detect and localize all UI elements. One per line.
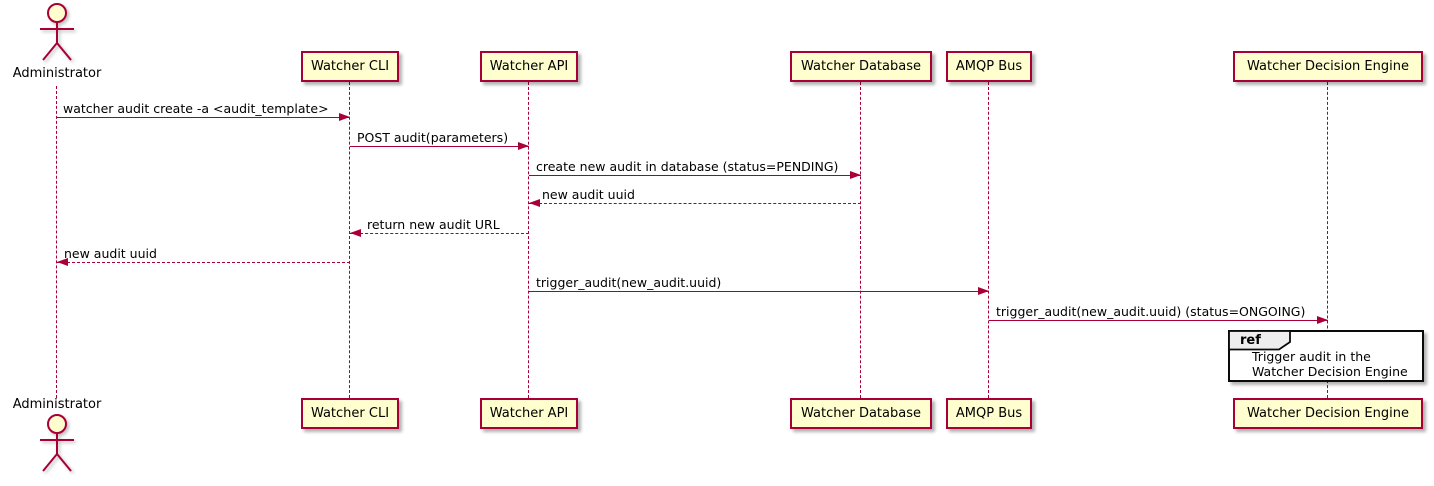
message-trigger-audit-ongoing: trigger_audit(new_audit.uuid) (status=ON…: [989, 304, 1328, 324]
participant-label: Watcher CLI: [310, 406, 390, 421]
actor-label-bottom: Administrator: [12, 397, 102, 412]
lifeline-watcher-cli: [349, 82, 350, 398]
actor-icon: [40, 3, 74, 61]
arrowhead-left-icon: [57, 258, 68, 266]
arrowhead-right-icon: [339, 113, 350, 121]
participant-label: Watcher API: [489, 59, 569, 74]
lifeline-administrator: [56, 86, 57, 398]
arrowhead-right-icon: [850, 171, 861, 179]
arrowhead-right-icon: [1317, 316, 1328, 324]
message-label: create new audit in database (status=PEN…: [536, 159, 839, 174]
participant-label: Watcher API: [489, 406, 569, 421]
message-audit-create: watcher audit create -a <audit_template>: [57, 101, 350, 121]
participant-label: AMQP Bus: [955, 406, 1023, 421]
participant-watcher-cli-top: Watcher CLI: [301, 51, 399, 82]
participant-watcher-api-top: Watcher API: [480, 51, 578, 82]
message-label: trigger_audit(new_audit.uuid): [536, 275, 722, 290]
participant-label: Watcher Decision Engine: [1247, 59, 1409, 74]
participant-watcher-api-bottom: Watcher API: [480, 398, 578, 429]
arrowhead-left-icon: [350, 229, 361, 237]
message-label: POST audit(parameters): [357, 130, 509, 145]
message-trigger-audit: trigger_audit(new_audit.uuid): [529, 275, 989, 295]
ref-keyword: ref: [1240, 333, 1261, 348]
arrowhead-left-icon: [529, 199, 540, 207]
participant-watcher-decision-engine-top: Watcher Decision Engine: [1233, 51, 1423, 82]
ref-tab-icon: [1228, 330, 1291, 351]
participant-label: Watcher Database: [801, 406, 921, 421]
actor-label-top: Administrator: [12, 66, 102, 81]
ref-fragment: ref Trigger audit in the Watcher Decisio…: [1228, 330, 1424, 382]
arrowhead-right-icon: [518, 142, 529, 150]
message-label: trigger_audit(new_audit.uuid) (status=ON…: [996, 304, 1306, 319]
participant-label: Watcher CLI: [310, 59, 390, 74]
participant-label: AMQP Bus: [955, 59, 1023, 74]
message-create-audit-db: create new audit in database (status=PEN…: [529, 159, 861, 179]
lifeline-amqp-bus: [988, 82, 989, 398]
message-label: watcher audit create -a <audit_template>: [63, 101, 329, 116]
participant-watcher-database-bottom: Watcher Database: [790, 398, 932, 429]
lifeline-watcher-database: [860, 82, 861, 398]
arrowhead-right-icon: [978, 287, 989, 295]
participant-label: Watcher Database: [801, 59, 921, 74]
actor-icon: [40, 414, 74, 472]
message-return-uuid-admin: new audit uuid: [57, 246, 350, 266]
participant-amqp-bus-top: AMQP Bus: [946, 51, 1032, 82]
lifeline-watcher-decision-engine: [1327, 82, 1328, 398]
ref-text-line: Trigger audit in the: [1252, 349, 1371, 364]
participant-label: Watcher Decision Engine: [1247, 406, 1409, 421]
message-post-audit: POST audit(parameters): [350, 130, 529, 150]
message-label: new audit uuid: [64, 246, 157, 261]
participant-watcher-decision-engine-bottom: Watcher Decision Engine: [1233, 398, 1423, 429]
participant-watcher-cli-bottom: Watcher CLI: [301, 398, 399, 429]
message-return-audit-uuid: new audit uuid: [529, 187, 861, 207]
lifeline-watcher-api: [528, 82, 529, 398]
message-return-audit-url: return new audit URL: [350, 217, 529, 237]
message-label: return new audit URL: [367, 217, 500, 232]
participant-watcher-database-top: Watcher Database: [790, 51, 932, 82]
participant-amqp-bus-bottom: AMQP Bus: [946, 398, 1032, 429]
ref-text-line: Watcher Decision Engine: [1252, 364, 1408, 379]
message-label: new audit uuid: [542, 187, 635, 202]
ref-content: Trigger audit in the Watcher Decision En…: [1252, 349, 1408, 379]
